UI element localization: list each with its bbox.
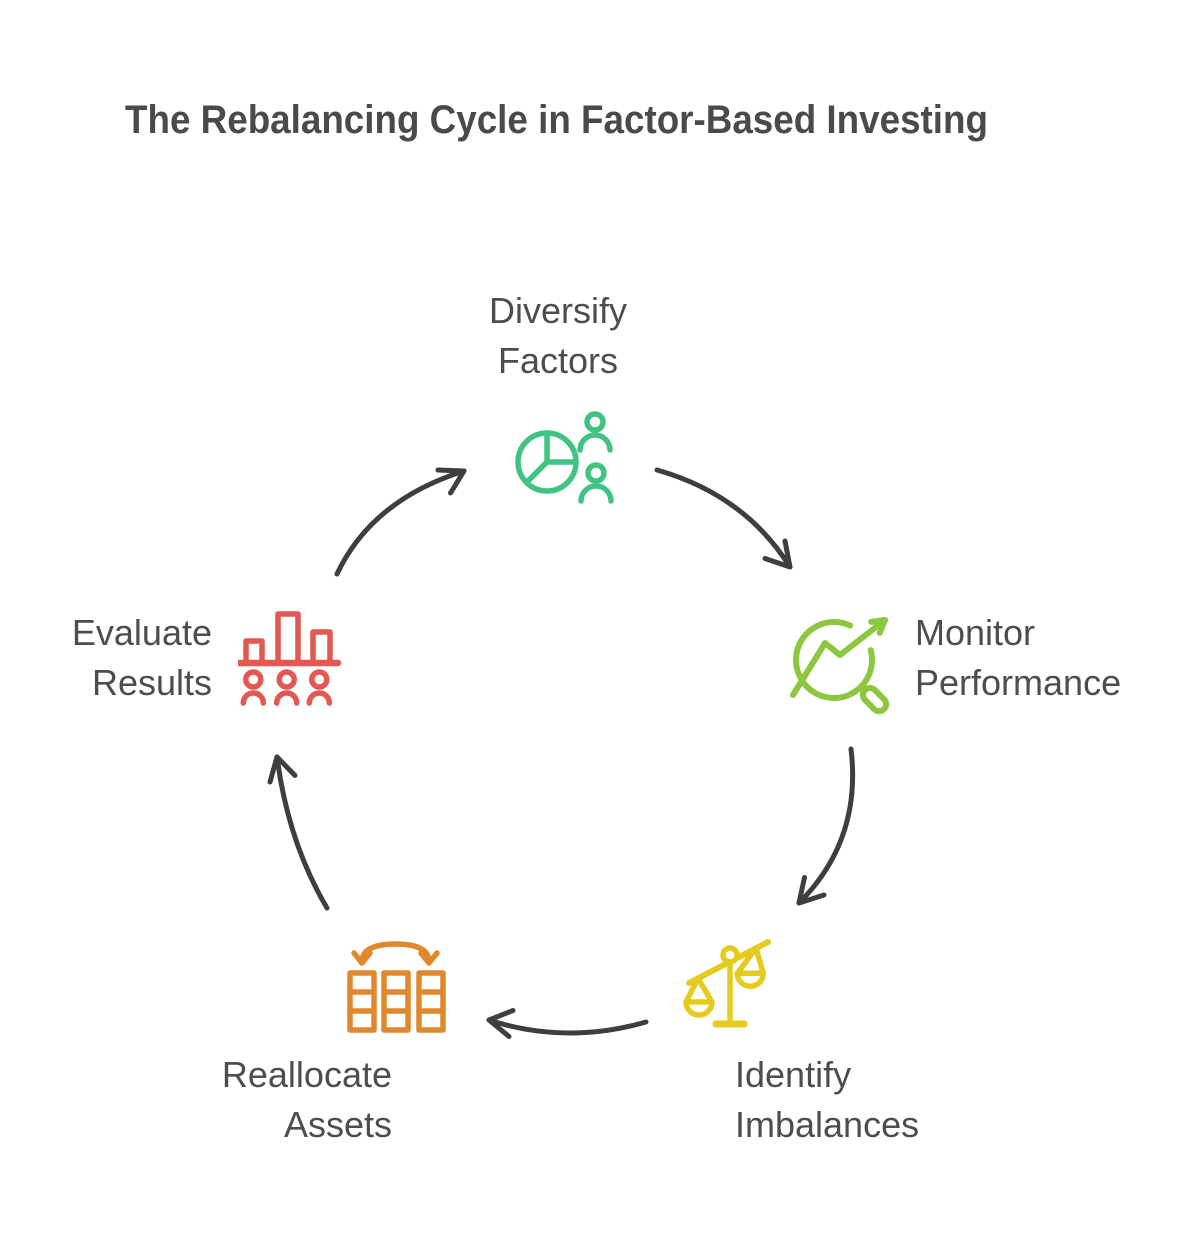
bar-chart-people-icon — [234, 602, 343, 715]
stage-label-monitor-performance: Monitor Performance — [915, 608, 1121, 708]
stage-label-identify-imbalances: Identify Imbalances — [735, 1050, 919, 1150]
stage-label-line: Reallocate — [221, 1054, 392, 1095]
magnifier-trend-arrow-icon — [788, 606, 898, 726]
page-title: The Rebalancing Cycle in Factor-Based In… — [125, 98, 988, 142]
balance-scale-icon — [680, 932, 795, 1042]
stage-label-line: Results — [91, 662, 212, 703]
stage-label-diversify-factors: Diversify Factors — [408, 286, 708, 386]
stage-label-line: Performance — [915, 662, 1122, 703]
stage-label-line: Identify — [735, 1054, 852, 1095]
arrow-diversify-to-monitor — [654, 467, 793, 570]
arrow-identify-to-reallocate — [486, 1008, 649, 1039]
stage-label-line: Factors — [497, 340, 619, 381]
stage-label-line: Diversify — [488, 290, 627, 331]
columns-swap-arrow-icon — [342, 932, 457, 1042]
arrow-reallocate-to-evaluate — [267, 754, 330, 911]
stage-label-reallocate-assets: Reallocate Assets — [142, 1050, 392, 1150]
stage-label-line: Assets — [283, 1104, 392, 1145]
arrow-evaluate-to-diversify — [334, 467, 467, 577]
stage-label-line: Monitor — [915, 612, 1036, 653]
stage-label-line: Imbalances — [735, 1104, 920, 1145]
stage-label-evaluate-results: Evaluate Results — [0, 608, 212, 708]
stage-label-line: Evaluate — [71, 612, 212, 653]
arrow-monitor-to-identify — [796, 746, 856, 906]
pie-chart-people-icon — [513, 398, 648, 525]
